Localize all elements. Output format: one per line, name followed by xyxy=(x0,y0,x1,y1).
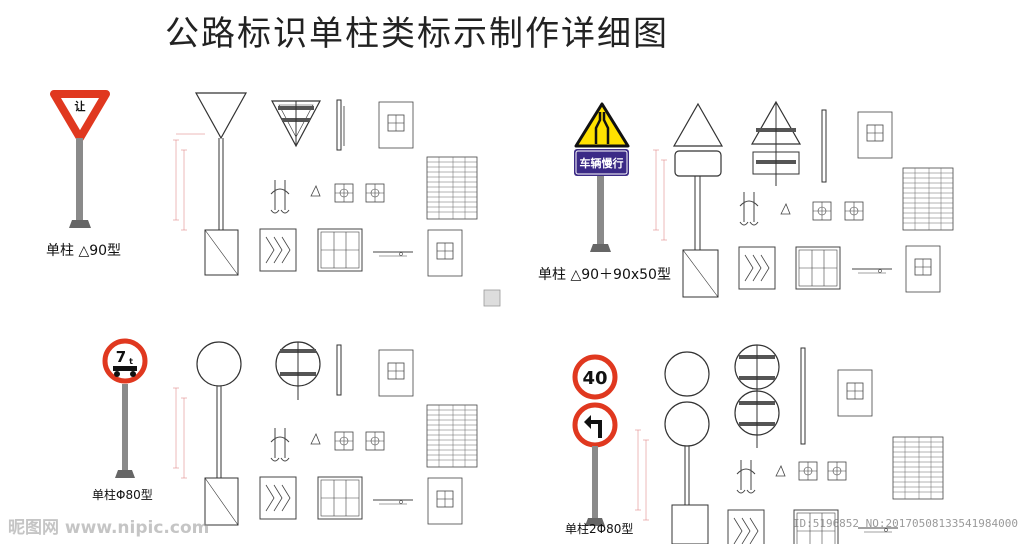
supplementary-plate xyxy=(574,149,629,176)
weight-limit-pole-base xyxy=(115,470,135,478)
yield-sign: 让 xyxy=(50,90,110,142)
yield-pole-base xyxy=(69,220,91,228)
warning-elevation-drawing xyxy=(652,102,724,298)
weight-limit-pole xyxy=(122,384,128,470)
caption-weight-limit: 单柱Φ80型 xyxy=(92,488,153,502)
warning-pole xyxy=(597,176,604,244)
page-icon xyxy=(483,289,501,307)
page-title: 公路标识单柱类标示制作详细图 xyxy=(165,14,669,54)
caption-double-round: 单柱2Φ80型 xyxy=(565,522,634,536)
section-yield: 让 xyxy=(50,90,501,307)
warning-pole-base xyxy=(590,244,611,252)
round-back-view xyxy=(275,341,342,400)
section-warning: 车辆慢行 xyxy=(574,100,954,298)
section-double-round: 40 xyxy=(572,344,944,544)
double-round-back-view xyxy=(734,344,806,448)
double-round-pole-base xyxy=(585,518,605,526)
truck-axle-icon xyxy=(113,366,137,371)
narrowing-warning-sign xyxy=(574,102,630,148)
yield-sign-border xyxy=(50,90,110,142)
weight-limit-value: 7 xyxy=(116,348,126,366)
yield-elevation-drawing xyxy=(172,92,248,276)
round-elevation-drawing xyxy=(172,341,242,526)
speed-limit-value: 40 xyxy=(582,368,607,389)
double-round-elevation-drawing xyxy=(634,351,710,544)
caption-yield: 单柱 △90型 xyxy=(46,243,122,259)
section-weight-limit: 7 t xyxy=(102,338,478,526)
watermark: 昵图网 www.nipic.com xyxy=(8,518,210,538)
supplementary-plate-text: 车辆慢行 xyxy=(580,156,624,170)
speed-limit-sign xyxy=(572,354,618,400)
narrowing-road-icon xyxy=(594,112,610,144)
yield-sign-text: 让 xyxy=(75,99,86,113)
caption-warning: 单柱 △90＋90x50型 xyxy=(538,267,671,283)
warning-back-view xyxy=(750,100,827,186)
left-turn-arrow-icon xyxy=(590,420,602,438)
yield-pole xyxy=(76,138,83,220)
double-round-pole xyxy=(592,446,598,518)
weight-limit-unit: t xyxy=(129,357,133,366)
yield-back-view xyxy=(271,99,345,151)
no-left-turn-sign xyxy=(572,402,618,448)
image-id-tag: ID:5196852 NO:20170508133541984000 xyxy=(792,517,1018,530)
